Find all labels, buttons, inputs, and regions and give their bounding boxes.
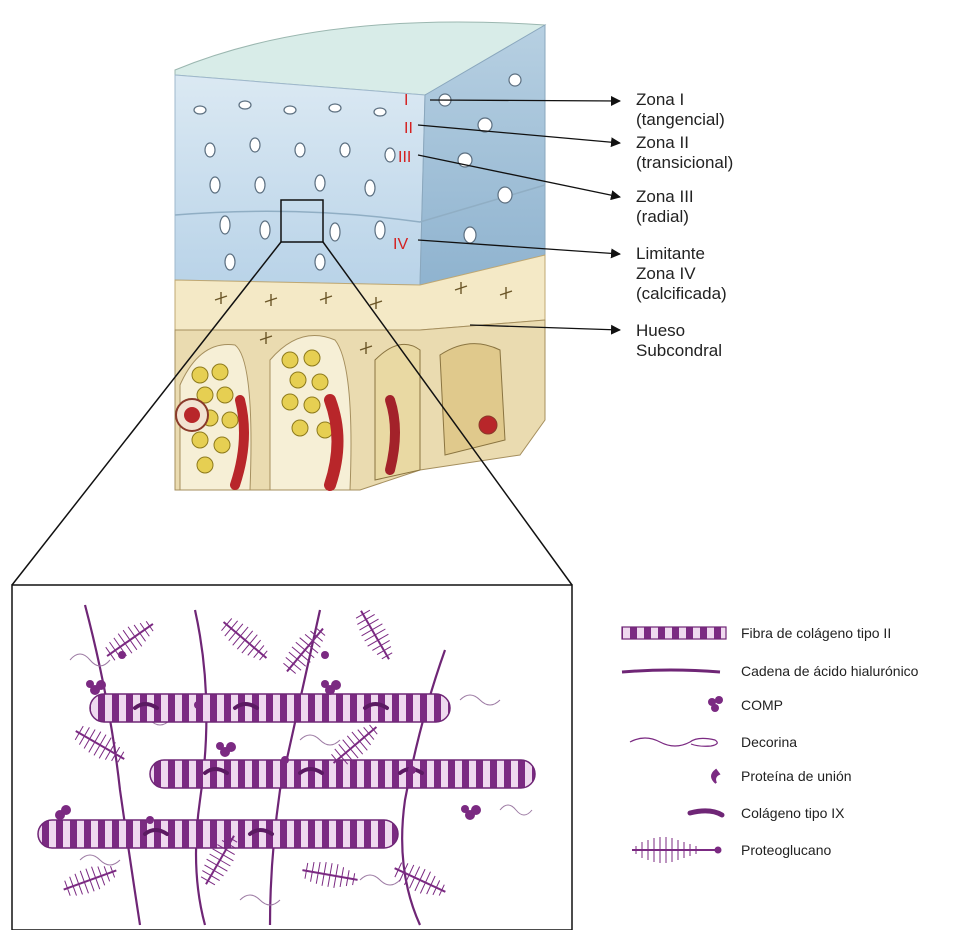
proteoglycan-icon bbox=[632, 837, 721, 863]
legend-label-comp: COMP bbox=[741, 697, 783, 713]
zone-label-3: Zona III (radial) bbox=[636, 187, 694, 227]
collagen-type-ix-icon bbox=[690, 811, 722, 815]
zone-numeral-2: II bbox=[404, 120, 413, 137]
zone-label-4: Limitante Zona IV (calcificada) bbox=[636, 244, 727, 304]
legend-label-hyaluronic: Cadena de ácido hialurónico bbox=[741, 663, 918, 679]
legend-label-collagen-ii: Fibra de colágeno tipo II bbox=[741, 625, 891, 641]
link-protein-icon bbox=[712, 770, 719, 783]
legend-label-link-protein: Proteína de unión bbox=[741, 768, 852, 784]
zone-numeral-4: IV bbox=[393, 236, 408, 253]
legend-label-proteoglycan: Proteoglucano bbox=[741, 842, 831, 858]
legend-label-decorin: Decorina bbox=[741, 734, 797, 750]
zone-numeral-3: III bbox=[398, 149, 411, 166]
collagen-type-ii-fiber-icon bbox=[622, 627, 726, 639]
legend-label-collagen-ix: Colágeno tipo IX bbox=[741, 805, 845, 821]
zone-numeral-1: I bbox=[404, 92, 408, 109]
zone-label-2: Zona II (transicional) bbox=[636, 133, 733, 173]
comp-icon bbox=[708, 696, 723, 712]
legend-icons bbox=[622, 627, 726, 863]
zone-label-1: Zona I (tangencial) bbox=[636, 90, 725, 130]
zone-label-5: Hueso Subcondral bbox=[636, 321, 722, 361]
decorin-icon bbox=[630, 738, 717, 746]
hyaluronic-acid-chain-icon bbox=[622, 670, 720, 672]
